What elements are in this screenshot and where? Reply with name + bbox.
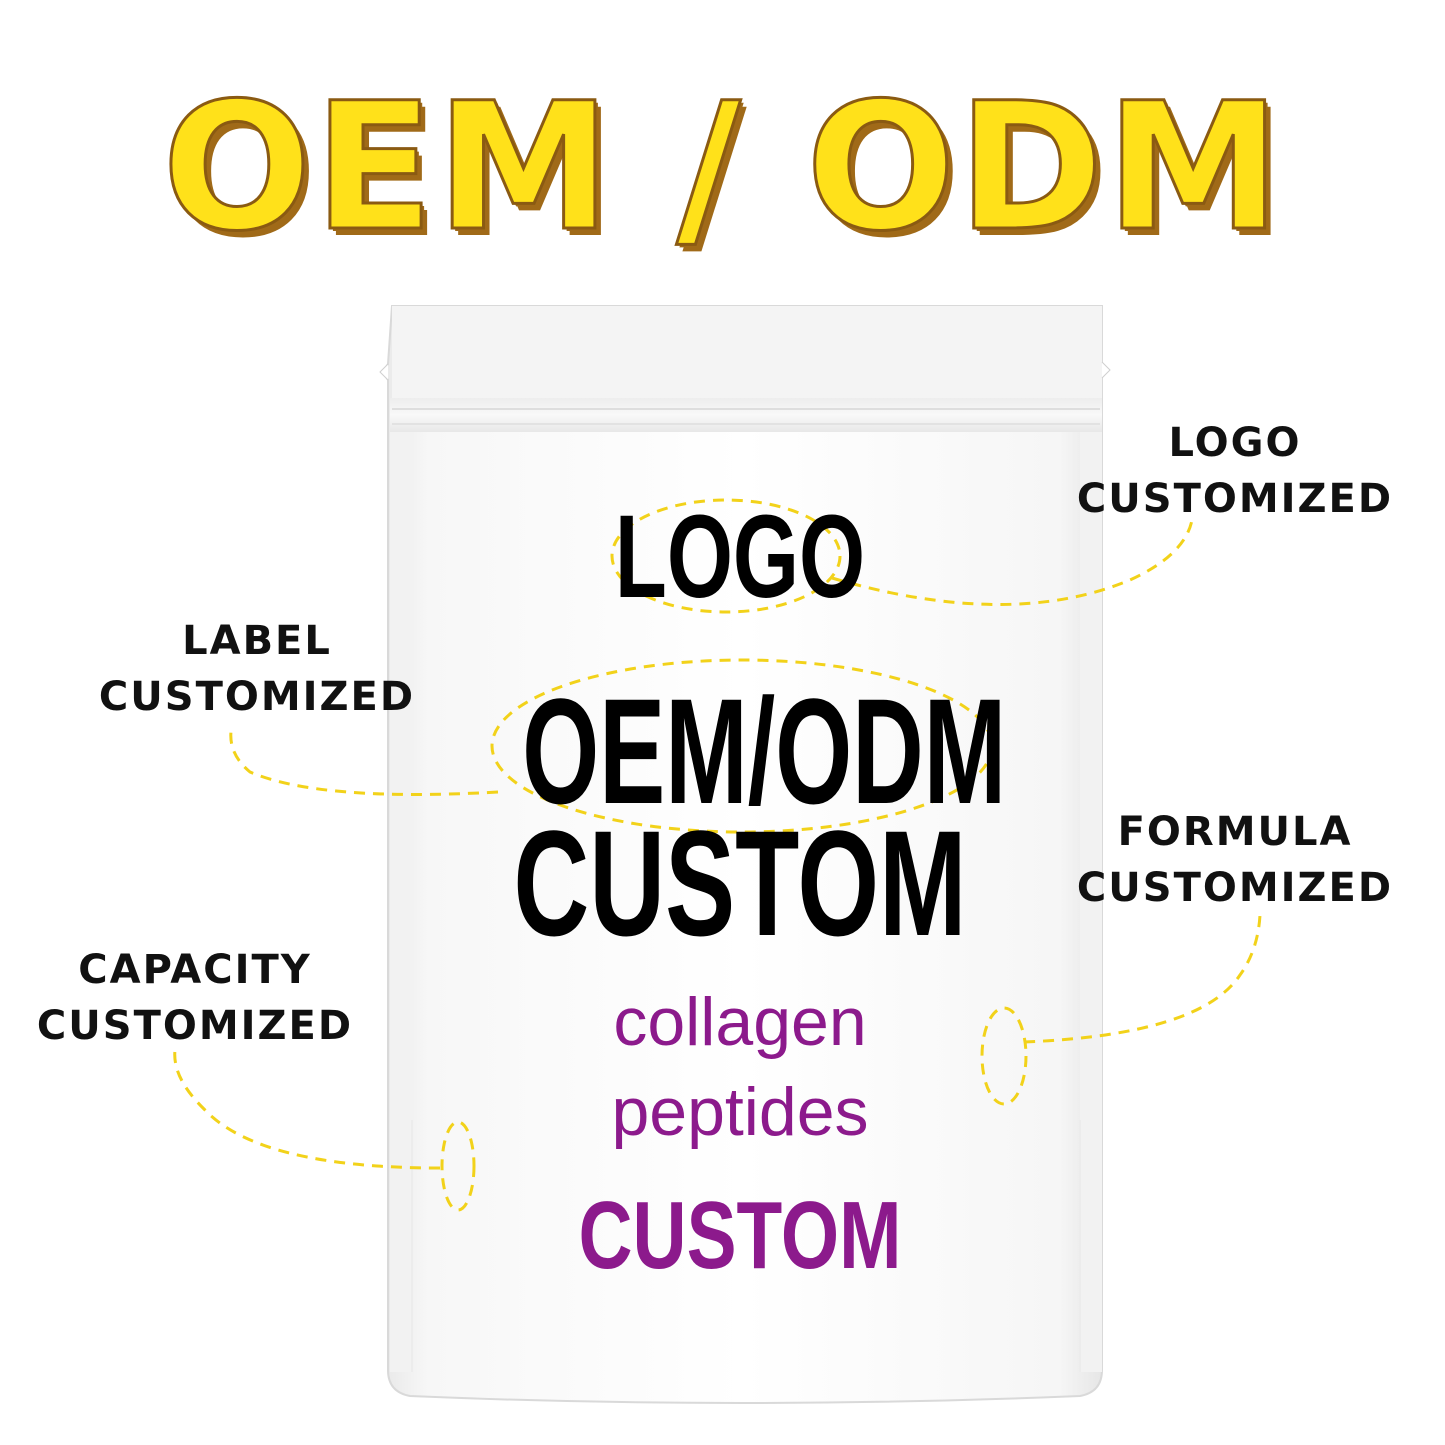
callout-logo-line1: LOGO [1168, 420, 1302, 466]
logo-leader-line [831, 519, 1194, 606]
callout-capacity-line2: CUSTOMIZED [36, 1003, 354, 1049]
callout-capacity-line1: CAPACITY [78, 947, 312, 993]
label-highlight-ellipse [490, 658, 994, 834]
pouch-product-line1: collagen [613, 984, 867, 1060]
callout-logo-customized: LOGO CUSTOMIZED [1070, 415, 1400, 527]
pouch-top-seal [392, 306, 1102, 398]
callout-logo-line2: CUSTOMIZED [1076, 476, 1394, 522]
logo-highlight-ellipse [610, 498, 842, 614]
headline-title: OEM / ODM [161, 65, 1283, 270]
callout-label-line1: LABEL [182, 618, 332, 664]
pouch-zipper [390, 398, 1102, 432]
callout-formula-line1: FORMULA [1117, 809, 1353, 855]
pouch-product-line2: peptides [611, 1074, 869, 1150]
callout-capacity-customized: CAPACITY CUSTOMIZED [30, 942, 360, 1054]
label-leader-line [229, 724, 499, 796]
pouch-custom-text: CUSTOM [513, 799, 967, 967]
capacity-highlight-ellipse [440, 1120, 476, 1212]
pouch-oem-odm-text: OEM/ODM [522, 667, 1007, 835]
pouch-custom-bottom-text: CUSTOM [578, 1182, 902, 1289]
formula-leader-line [1023, 914, 1262, 1044]
pouch-logo-text: LOGO [614, 491, 866, 623]
formula-highlight-ellipse [980, 1006, 1028, 1106]
callout-formula-line2: CUSTOMIZED [1076, 865, 1394, 911]
callout-label-line2: CUSTOMIZED [98, 674, 416, 720]
capacity-leader-line [173, 1049, 441, 1170]
callout-formula-customized: FORMULA CUSTOMIZED [1070, 804, 1400, 916]
callout-label-customized: LABEL CUSTOMIZED [92, 613, 422, 725]
callout-dashes [173, 498, 1262, 1212]
